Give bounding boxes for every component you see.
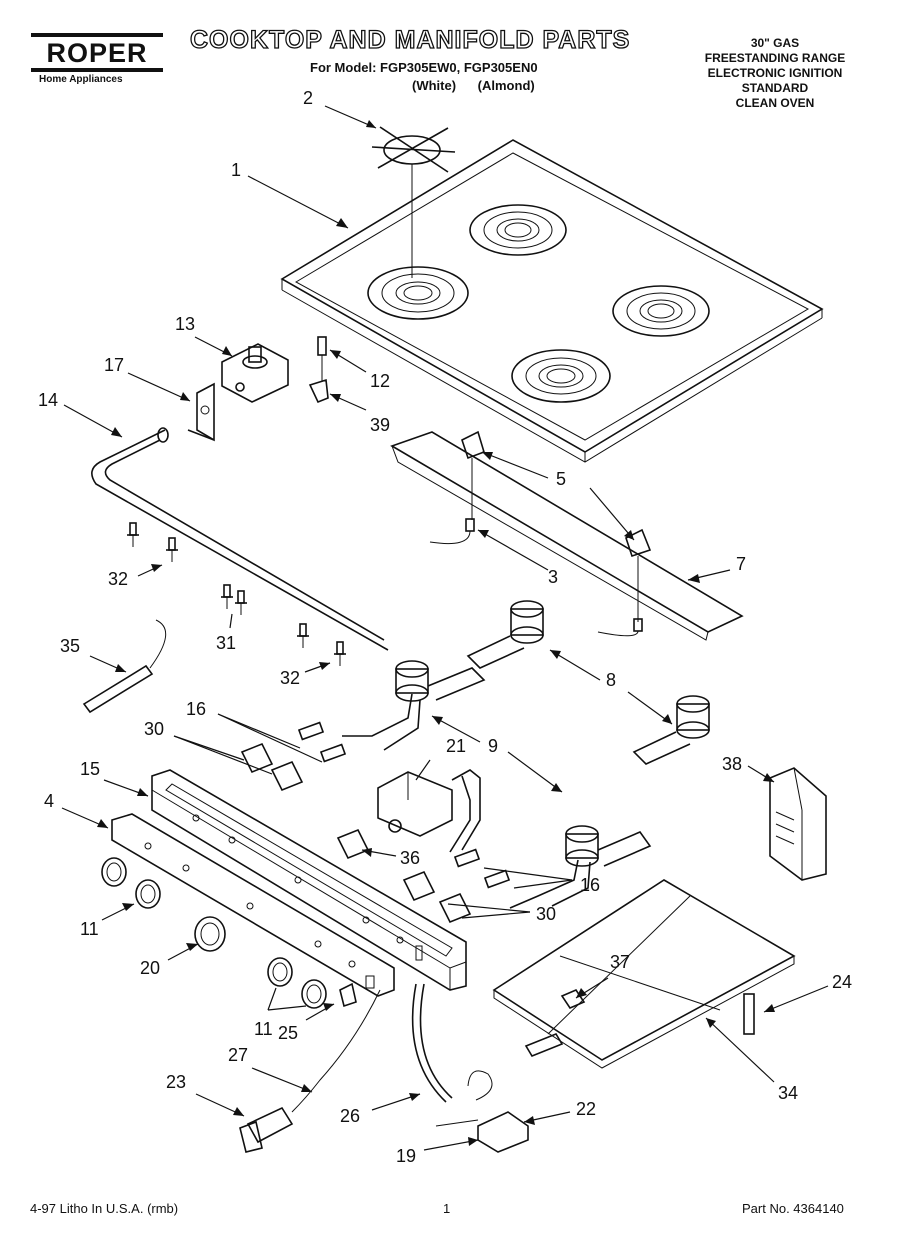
callout-38: 38 bbox=[722, 754, 743, 774]
callout-32b: 32 bbox=[280, 668, 301, 688]
callout-27: 27 bbox=[228, 1045, 249, 1065]
ignition-and-gas-parts bbox=[239, 982, 529, 1153]
callout-22: 22 bbox=[576, 1099, 597, 1119]
callout-9: 9 bbox=[488, 736, 499, 756]
callout-37: 37 bbox=[610, 952, 631, 972]
callout-25: 25 bbox=[278, 1023, 299, 1043]
callout-13: 13 bbox=[175, 314, 196, 334]
callout-19: 19 bbox=[396, 1146, 417, 1166]
brand-subtitle: Home Appliances bbox=[39, 74, 123, 85]
brand-name: ROPER bbox=[46, 38, 148, 68]
roper-logo: ROPER bbox=[31, 33, 163, 72]
callout-32a: 32 bbox=[108, 569, 129, 589]
callout-15: 15 bbox=[80, 759, 101, 779]
spec-line: ELECTRONIC IGNITION bbox=[707, 66, 843, 80]
callout-21: 21 bbox=[446, 736, 467, 756]
callout-5: 5 bbox=[556, 469, 567, 489]
orifice-holders bbox=[297, 721, 511, 889]
callout-39: 39 bbox=[370, 415, 391, 435]
manifold-panel-part bbox=[151, 769, 467, 991]
spec-line: 30" GAS bbox=[750, 36, 800, 50]
logo-top-bar bbox=[31, 33, 163, 37]
callout-2: 2 bbox=[303, 88, 314, 108]
callout-26: 26 bbox=[340, 1106, 361, 1126]
mounting-plates bbox=[240, 742, 472, 924]
callout-12: 12 bbox=[370, 371, 391, 391]
burner-grate-part bbox=[371, 126, 456, 278]
model-numbers: For Model: FGP305EW0, FGP305EN0 bbox=[310, 60, 538, 75]
wiring-label-part bbox=[769, 767, 827, 881]
spec-line: FREESTANDING RANGE bbox=[704, 51, 846, 65]
control-knobs bbox=[101, 857, 327, 1009]
print-info: 4-97 Litho In U.S.A. (rmb) bbox=[30, 1201, 179, 1216]
callout-30b: 30 bbox=[536, 904, 557, 924]
callout-35: 35 bbox=[60, 636, 81, 656]
leader-arrows bbox=[61, 105, 829, 1151]
spec-line: STANDARD bbox=[741, 81, 809, 95]
safety-valve-part bbox=[377, 769, 481, 853]
screws-group bbox=[127, 522, 346, 666]
burner-assemblies bbox=[342, 600, 710, 909]
burner-box-part bbox=[492, 879, 796, 1069]
callout-8: 8 bbox=[606, 670, 617, 690]
callout-14: 14 bbox=[38, 390, 59, 410]
callout-3: 3 bbox=[548, 567, 559, 587]
callout-30a: 30 bbox=[144, 719, 165, 739]
page-title: COOKTOP AND MANIFOLD PARTS bbox=[189, 25, 631, 54]
cooktop-part bbox=[280, 139, 824, 463]
control-panel-part bbox=[111, 813, 395, 997]
burner-support-part bbox=[390, 430, 744, 641]
thermostat-bulb-part bbox=[82, 619, 166, 714]
model-variants: (White) (Almond) bbox=[412, 78, 553, 93]
callout-16a: 16 bbox=[186, 699, 207, 719]
part-number: Part No. 4364140 bbox=[742, 1201, 844, 1216]
variant-almond: (Almond) bbox=[477, 78, 535, 93]
callout-34: 34 bbox=[778, 1083, 799, 1103]
callout-11b: 11 bbox=[254, 1019, 273, 1039]
variant-white: (White) bbox=[412, 78, 457, 93]
logo-bottom-bar bbox=[31, 68, 163, 72]
manifold-pipe-part bbox=[91, 427, 389, 651]
callout-16b: 16 bbox=[580, 875, 601, 895]
arrow-heads bbox=[97, 120, 775, 1146]
callout-4: 4 bbox=[44, 791, 55, 811]
valve-bracket-group bbox=[187, 336, 329, 442]
callout-1: 1 bbox=[231, 160, 242, 180]
page-number: 1 bbox=[443, 1201, 451, 1216]
callout-20: 20 bbox=[140, 958, 161, 978]
callout-31: 31 bbox=[216, 633, 237, 653]
callout-11a: 11 bbox=[80, 919, 99, 939]
callout-36: 36 bbox=[400, 848, 421, 868]
callout-24: 24 bbox=[832, 972, 853, 992]
callout-17: 17 bbox=[104, 355, 125, 375]
appliance-spec: 30" GAS FREESTANDING RANGE ELECTRONIC IG… bbox=[690, 36, 860, 111]
callout-23: 23 bbox=[166, 1072, 187, 1092]
spec-line: CLEAN OVEN bbox=[735, 96, 815, 110]
callout-7: 7 bbox=[736, 554, 747, 574]
